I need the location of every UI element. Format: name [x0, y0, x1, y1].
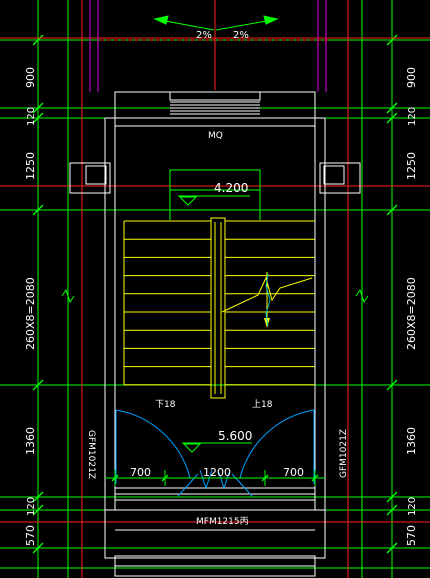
- left-door-label: GFM1021Z: [86, 430, 96, 479]
- dim-right-flight: 260X8=2080: [405, 277, 418, 350]
- room-label: MQ: [208, 131, 223, 141]
- stair-treads: [123, 220, 315, 386]
- flight-label-down: 下18: [155, 400, 176, 410]
- dimension-ticks: [32, 34, 398, 554]
- dim-left-120b: 120: [26, 497, 37, 516]
- dim-right-120b: 120: [407, 497, 418, 516]
- dim-left-1360: 1360: [24, 427, 37, 455]
- right-door-label: GFM1021Z: [339, 429, 349, 478]
- dim-left-flight: 260X8=2080: [24, 277, 37, 350]
- pipes: [89, 0, 327, 92]
- slope-label-right: 2%: [233, 30, 249, 41]
- landing-outline: [169, 169, 261, 220]
- stair-well: [210, 217, 226, 399]
- width-dimension: [105, 470, 325, 486]
- dimension-labels: 900 120 1250 260X8=2080 1360 120 570 900…: [24, 67, 418, 546]
- door-swings: [115, 409, 315, 497]
- dim-left-570: 570: [24, 525, 37, 546]
- elevation-markers: [178, 195, 252, 453]
- elevation-lower: 5.600: [218, 429, 252, 443]
- walls: [69, 91, 361, 577]
- elevation-upper: 4.200: [214, 181, 248, 195]
- width-label-left: 700: [130, 466, 151, 479]
- break-marks: [61, 288, 369, 304]
- width-label-middle: 1200: [203, 466, 231, 479]
- slope-label-left: 2%: [196, 30, 212, 41]
- dim-left-1250: 1250: [24, 152, 37, 180]
- dim-right-1360: 1360: [405, 427, 418, 455]
- dim-right-1250: 1250: [405, 152, 418, 180]
- slope-arrows: [153, 15, 279, 31]
- width-label-right: 700: [283, 466, 304, 479]
- dim-right-570: 570: [405, 525, 418, 546]
- flight-label-up: 上18: [252, 399, 273, 410]
- dim-right-120a: 120: [407, 107, 418, 126]
- dim-left-120a: 120: [26, 107, 37, 126]
- labels: 2% 2% MQ 4.200 5.600 下18 上18 700 1200 70…: [86, 30, 349, 527]
- entrance-door-label: MFM1215丙: [196, 516, 249, 527]
- dim-right-900: 900: [405, 67, 418, 88]
- dim-left-900: 900: [24, 67, 37, 88]
- break-line: [265, 273, 271, 327]
